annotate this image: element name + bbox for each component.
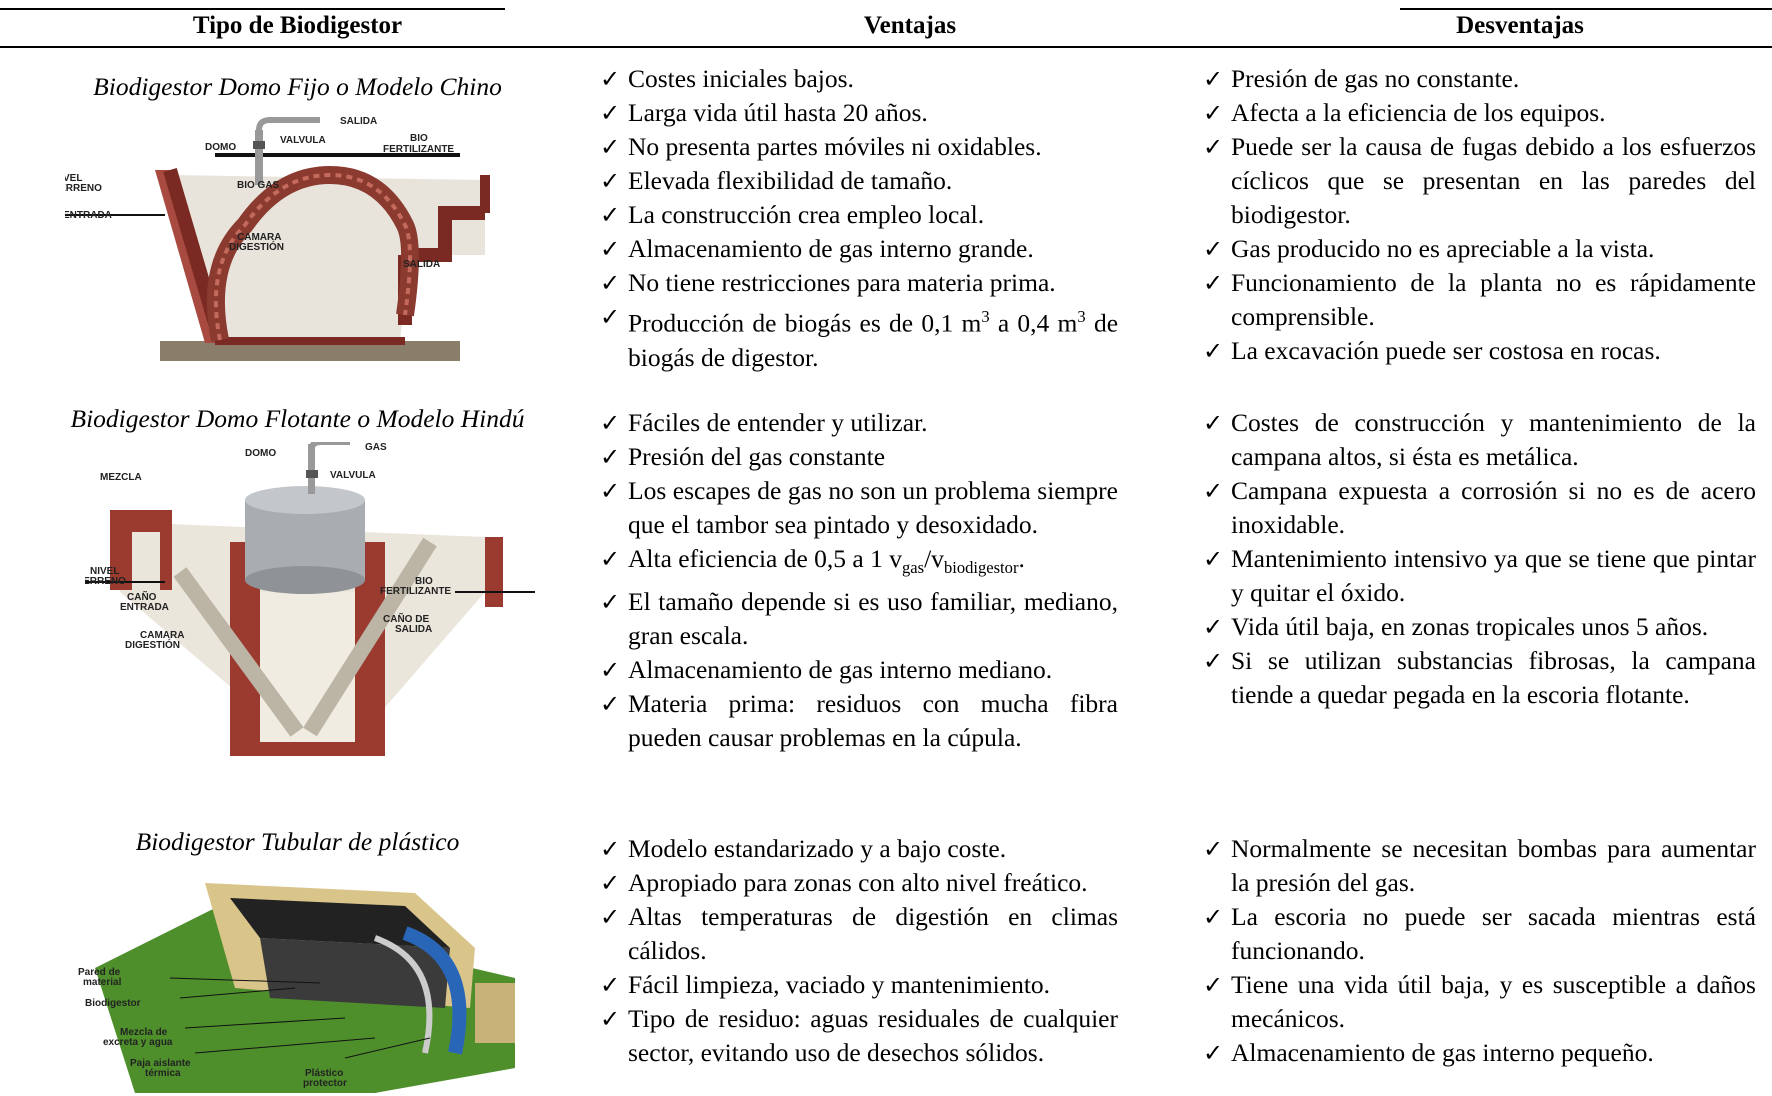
svg-text:excreta y agua: excreta y agua [103,1037,173,1048]
header-tipo: Tipo de Biodigestor [192,12,403,39]
svg-text:SALIDA: SALIDA [340,116,377,127]
svg-text:MEZCLA: MEZCLA [95,115,137,118]
svg-text:CAÑO: CAÑO [127,590,157,603]
row1-desventaja-item: Presión de gas no constante. [1203,62,1756,96]
svg-text:BIO: BIO [410,133,428,144]
svg-text:TERRENO: TERRENO [85,576,126,587]
row1-title: Biodigestor Domo Fijo o Modelo Chino [93,72,502,101]
row2-desventaja-item: Mantenimiento intensivo ya que se tiene … [1203,542,1756,610]
row3-ventaja-item: Tipo de residuo: aguas residuales de cua… [600,1002,1118,1070]
row3-desventaja-item: Tiene una vida útil baja, y es susceptib… [1203,968,1756,1036]
svg-text:CAMARA: CAMARA [140,630,184,641]
floating-dome-figure: SALIDA GAS DOMO MEZCLA VALVULA NIVEL TER… [85,442,535,757]
row2-ventaja-eficiencia: Alta eficiencia de 0,5 a 1 vgas/vbiodige… [600,542,1118,585]
top-rule-left [0,8,505,10]
row2-ventajas: Fáciles de entender y utilizar. Presión … [600,406,1118,755]
svg-text:protector: protector [303,1078,347,1089]
svg-text:Pared de: Pared de [78,967,121,978]
row2-ventaja-item: Materia prima: residuos con mucha fibra … [600,687,1118,755]
row1-ventaja-item: Larga vida útil hasta 20 años. [600,96,1118,130]
row1-ventaja-item: La construcción crea empleo local. [600,198,1118,232]
row3-desventaja-item: Normalmente se necesitan bombas para aum… [1203,832,1756,900]
top-rule-right [1400,8,1772,10]
svg-text:Biodigestor: Biodigestor [85,998,141,1009]
row3-desventajas: Normalmente se necesitan bombas para aum… [1203,832,1756,1070]
row1-ventaja-item: No tiene restricciones para materia prim… [600,266,1118,300]
header-ventajas: Ventajas [863,12,957,39]
svg-text:DOMO: DOMO [245,448,276,459]
svg-text:térmica: térmica [145,1068,181,1079]
svg-text:DIGESTIÓN: DIGESTIÓN [125,638,180,651]
svg-text:FERTILIZANTE: FERTILIZANTE [383,144,454,155]
header-rule [0,46,1772,48]
svg-text:VALVULA: VALVULA [330,470,376,481]
row2-desventaja-item: Vida útil baja, en zonas tropicales unos… [1203,610,1756,644]
svg-text:NIVEL: NIVEL [90,566,119,577]
row1-ventaja-item: Almacenamiento de gas interno grande. [600,232,1118,266]
row2-ventaja-item: Presión del gas constante [600,440,1118,474]
row1-desventaja-item: La excavación puede ser costosa en rocas… [1203,334,1756,368]
svg-text:Mezcla de: Mezcla de [120,1027,168,1038]
row3-ventaja-item: Fácil limpieza, vaciado y mantenimiento. [600,968,1118,1002]
row2-ventaja-item: Los escapes de gas no son un problema si… [600,474,1118,542]
row3-ventaja-item: Modelo estandarizado y a bajo coste. [600,832,1118,866]
row2-desventaja-item: Costes de construcción y mantenimiento d… [1203,406,1756,474]
header-desventajas: Desventajas [1456,12,1584,39]
row1-ventaja-item: Elevada flexibilidad de tamaño. [600,164,1118,198]
svg-text:NIVEL: NIVEL [65,173,82,184]
svg-text:BIO: BIO [415,576,433,587]
row1-ventaja-biogas: Producción de biogás es de 0,1 m3 a 0,4 … [600,300,1118,375]
row2-desventaja-item: Campana expuesta a corrosión si no es de… [1203,474,1756,542]
svg-text:Plástico: Plástico [305,1068,343,1079]
svg-text:material: material [83,977,122,988]
svg-text:SALIDA: SALIDA [395,624,432,635]
row3-title: Biodigestor Tubular de plástico [135,827,460,856]
row3-ventajas: Modelo estandarizado y a bajo coste. Apr… [600,832,1118,1070]
row2-ventaja-item: El tamaño depende si es uso familiar, me… [600,585,1118,653]
svg-text:FERTILIZANTE: FERTILIZANTE [380,586,451,597]
svg-text:SALIDA: SALIDA [403,259,440,270]
svg-text:DOMO: DOMO [205,142,236,153]
svg-text:TERRENO: TERRENO [65,183,102,194]
fixed-dome-figure: MEZCLA SALIDA VALVULA DOMO BIO FERTILIZA… [65,115,535,365]
row3-desventaja-item: La escoria no puede ser sacada mientras … [1203,900,1756,968]
svg-text:VALVULA: VALVULA [280,135,326,146]
row1-ventajas: Costes iniciales bajos. Larga vida útil … [600,62,1118,375]
row1-desventaja-item: Afecta a la eficiencia de los equipos. [1203,96,1756,130]
svg-text:CAMARA: CAMARA [237,232,281,243]
row3-desventaja-item: Almacenamiento de gas interno pequeño. [1203,1036,1756,1070]
row3-ventaja-item: Apropiado para zonas con alto nivel freá… [600,866,1118,900]
row1-desventaja-item: Funcionamiento de la planta no es rápida… [1203,266,1756,334]
row2-desventajas: Costes de construcción y mantenimiento d… [1203,406,1756,712]
svg-text:ENTRADA: ENTRADA [65,210,112,221]
row1-desventaja-item: Gas producido no es apreciable a la vist… [1203,232,1756,266]
svg-text:Paja aislante: Paja aislante [130,1058,191,1069]
svg-text:BIO GAS: BIO GAS [237,180,280,191]
row2-desventaja-item: Si se utilizan substancias fibrosas, la … [1203,644,1756,712]
tubular-figure: Pared de material Biodigestor Mezcla de … [75,868,525,1093]
row1-desventaja-item: Puede ser la causa de fugas debido a los… [1203,130,1756,232]
svg-text:SALIDA: SALIDA [355,442,392,443]
svg-text:DIGESTIÓN: DIGESTIÓN [229,240,284,253]
svg-text:GAS: GAS [365,442,387,453]
svg-text:MEZCLA: MEZCLA [100,472,142,483]
row1-ventaja-item: No presenta partes móviles ni oxidables. [600,130,1118,164]
row3-ventaja-item: Altas temperaturas de digestión en clima… [600,900,1118,968]
row2-title: Biodigestor Domo Flotante o Modelo Hindú [70,404,525,433]
svg-text:ENTRADA: ENTRADA [120,602,169,613]
row2-ventaja-item: Almacenamiento de gas interno mediano. [600,653,1118,687]
row1-desventajas: Presión de gas no constante. Afecta a la… [1203,62,1756,368]
svg-text:CAÑO DE: CAÑO DE [383,612,429,625]
row2-ventaja-item: Fáciles de entender y utilizar. [600,406,1118,440]
row1-ventaja-item: Costes iniciales bajos. [600,62,1118,96]
